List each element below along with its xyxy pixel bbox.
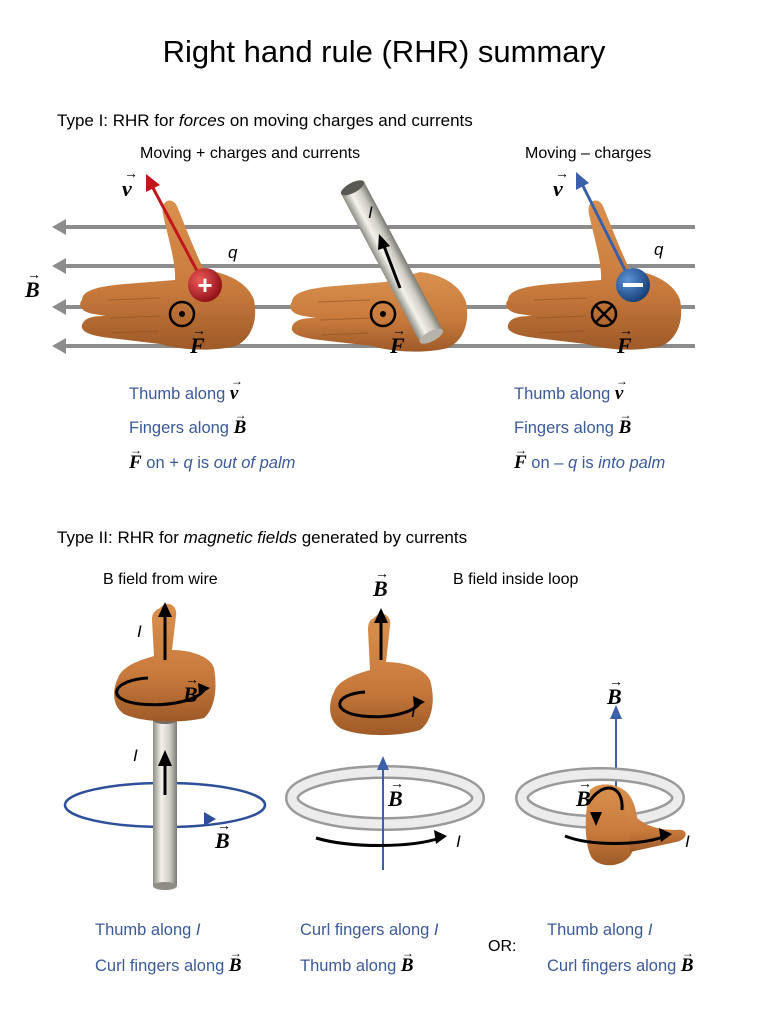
flat-hand-3 bbox=[506, 200, 682, 350]
force-label-right: →F bbox=[617, 324, 633, 358]
type1-heading-pre: Type I: RHR for bbox=[57, 111, 179, 130]
current-label-loop-2: I bbox=[685, 832, 690, 851]
current-loop-1 bbox=[285, 756, 485, 870]
straight-wire bbox=[153, 716, 177, 890]
type1-left-subtitle: Moving + charges and currents bbox=[140, 145, 361, 162]
rule-fingers-left: Fingers along →B bbox=[129, 408, 247, 438]
dot-in-circle-icon bbox=[168, 300, 196, 328]
wire-subtitle: B field from wire bbox=[103, 571, 218, 588]
plus-sign: + bbox=[197, 270, 212, 300]
current-label-rod: I bbox=[368, 203, 373, 222]
type2-heading: Type II: RHR for magnetic fields generat… bbox=[57, 528, 468, 547]
type1-heading-em: forces bbox=[178, 111, 226, 130]
charge-label-right: q bbox=[654, 240, 664, 259]
rule-force-left: →F on + q is out of palm bbox=[129, 443, 296, 473]
field-label-B: →B bbox=[25, 268, 41, 302]
type1-right-subtitle: Moving – charges bbox=[525, 145, 652, 162]
type1-heading-post: on moving charges and currents bbox=[225, 111, 473, 130]
velocity-arrow-negative bbox=[576, 172, 634, 285]
thumbs-up-hand-2 bbox=[330, 608, 433, 736]
field-label-hand-1: →B bbox=[183, 673, 199, 707]
current-label-hand-2: I bbox=[411, 702, 416, 721]
rule-col3-curl: Curl fingers along →B bbox=[547, 946, 694, 976]
force-label-middle: →F bbox=[390, 324, 406, 358]
rule-thumb-right: Thumb along →v bbox=[514, 374, 628, 404]
rule-col3-thumb: Thumb along I bbox=[547, 921, 653, 939]
or-separator: OR: bbox=[488, 938, 517, 955]
minus-charge-icon bbox=[616, 268, 650, 302]
force-label-left: →F bbox=[190, 324, 206, 358]
field-label-wire: →B bbox=[215, 819, 231, 853]
rule-col1-curl: Curl fingers along →B bbox=[95, 946, 242, 976]
velocity-arrow-positive bbox=[146, 174, 206, 285]
velocity-label-right: →v bbox=[553, 167, 569, 201]
type1-heading: Type I: RHR for forces on moving charges… bbox=[57, 111, 473, 131]
rule-col2-curl: Curl fingers along I bbox=[300, 921, 439, 939]
current-label-loop-1: I bbox=[456, 832, 461, 851]
flat-hand-1 bbox=[80, 200, 256, 350]
current-label-thumb-1: I bbox=[137, 622, 142, 641]
current-carrying-rod bbox=[340, 180, 444, 344]
field-label-loop-2: →B bbox=[576, 777, 592, 811]
rule-fingers-right: Fingers along →B bbox=[514, 408, 632, 438]
loop-subtitle: B field inside loop bbox=[453, 571, 579, 588]
thumbs-up-hand-1 bbox=[114, 602, 216, 722]
field-label-loop-1: →B bbox=[388, 777, 404, 811]
current-label-wire: I bbox=[133, 746, 138, 765]
current-loop-2 bbox=[515, 705, 686, 866]
charge-label-left: q bbox=[228, 243, 238, 262]
rule-col1-thumb: Thumb along I bbox=[95, 921, 201, 939]
velocity-label-left: →v bbox=[122, 167, 138, 201]
plus-charge-icon: + bbox=[188, 268, 222, 302]
page-title: Right hand rule (RHR) summary bbox=[162, 34, 606, 69]
cross-in-circle-icon bbox=[590, 300, 618, 328]
rule-force-right: →F on – q is into palm bbox=[514, 443, 666, 473]
rule-thumb-left: Thumb along →v bbox=[129, 374, 243, 404]
dot-in-circle-icon bbox=[369, 300, 397, 328]
field-label-loop-2-arrow: →B bbox=[607, 675, 623, 709]
field-label-thumb-2: →B bbox=[373, 567, 389, 601]
rule-col2-thumb: Thumb along →B bbox=[300, 946, 414, 976]
